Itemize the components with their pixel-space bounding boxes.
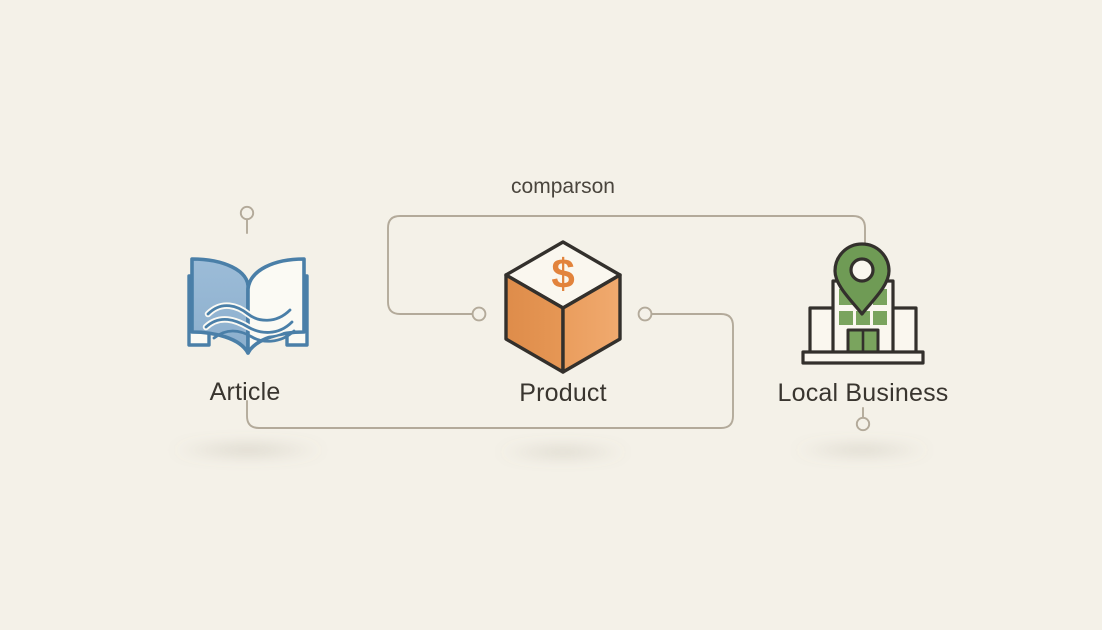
shadow-product bbox=[497, 445, 629, 459]
cube-dollar-icon[interactable]: $ bbox=[504, 240, 622, 374]
node-label-article: Article bbox=[209, 378, 281, 406]
marker-article-top bbox=[239, 205, 255, 234]
ground-shadows bbox=[170, 442, 932, 459]
shadow-article bbox=[170, 442, 326, 458]
edge-return-path bbox=[246, 313, 734, 429]
connector-dots bbox=[471, 306, 653, 322]
connector-dot-left bbox=[471, 306, 487, 322]
marker-business-bottom bbox=[855, 407, 871, 432]
connector-dot-right bbox=[637, 306, 653, 322]
shadow-local-business bbox=[792, 443, 932, 457]
node-label-product: Product bbox=[519, 379, 607, 407]
edge-label-comparson: comparson bbox=[511, 175, 615, 198]
storefront-map-pin-icon[interactable] bbox=[801, 242, 925, 365]
svg-text:$: $ bbox=[551, 250, 574, 297]
open-book-icon[interactable] bbox=[187, 257, 309, 355]
connector-lines bbox=[246, 215, 866, 429]
pin-markers bbox=[239, 205, 871, 432]
edge-comparson-path bbox=[387, 215, 866, 315]
node-label-local-business: Local Business bbox=[777, 379, 949, 407]
